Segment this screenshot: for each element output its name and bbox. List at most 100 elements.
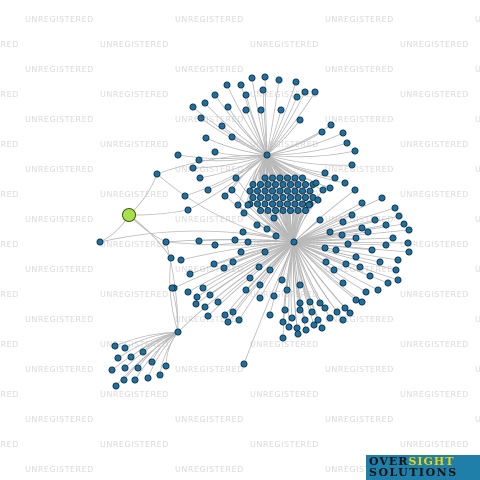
node[interactable] <box>339 316 347 324</box>
node[interactable] <box>261 73 269 81</box>
node[interactable] <box>339 218 347 226</box>
node[interactable] <box>263 225 271 233</box>
node[interactable] <box>268 174 276 182</box>
node[interactable] <box>214 298 222 306</box>
node[interactable] <box>242 286 250 294</box>
node[interactable] <box>319 186 327 194</box>
node[interactable] <box>156 371 164 379</box>
node[interactable] <box>339 129 347 137</box>
node[interactable] <box>201 303 209 311</box>
node[interactable] <box>195 237 203 245</box>
node[interactable] <box>167 254 175 262</box>
node[interactable] <box>330 266 338 274</box>
node[interactable] <box>139 348 147 356</box>
node[interactable] <box>197 114 205 122</box>
node[interactable] <box>276 200 284 208</box>
node[interactable] <box>301 206 309 214</box>
node[interactable] <box>201 99 209 107</box>
node[interactable] <box>108 366 116 374</box>
node[interactable] <box>276 174 284 182</box>
node[interactable] <box>283 174 291 182</box>
node[interactable] <box>264 193 272 201</box>
node[interactable] <box>301 180 309 188</box>
node[interactable] <box>112 382 120 390</box>
node[interactable] <box>321 169 329 177</box>
node[interactable] <box>206 291 214 299</box>
node[interactable] <box>279 334 287 342</box>
node[interactable] <box>234 201 242 209</box>
node[interactable] <box>374 286 382 294</box>
node[interactable] <box>134 364 142 372</box>
node[interactable] <box>333 308 341 316</box>
node[interactable] <box>153 170 161 178</box>
node[interactable] <box>244 201 252 209</box>
node[interactable] <box>314 316 322 324</box>
node[interactable] <box>382 241 390 249</box>
node[interactable] <box>196 174 204 182</box>
node[interactable] <box>224 318 232 326</box>
node[interactable] <box>244 238 252 246</box>
node[interactable] <box>314 196 322 204</box>
node[interactable] <box>257 106 265 114</box>
node[interactable] <box>348 161 356 169</box>
node[interactable] <box>306 187 314 195</box>
node[interactable] <box>294 330 302 338</box>
node[interactable] <box>220 264 228 272</box>
node[interactable] <box>291 187 299 195</box>
node[interactable] <box>195 156 203 164</box>
node[interactable] <box>296 281 304 289</box>
node[interactable] <box>199 284 207 292</box>
node[interactable] <box>162 362 170 370</box>
node[interactable] <box>256 193 264 201</box>
node[interactable] <box>311 88 319 96</box>
node[interactable] <box>279 206 287 214</box>
node[interactable] <box>231 236 239 244</box>
node[interactable] <box>131 376 139 384</box>
node[interactable] <box>249 193 257 201</box>
node[interactable] <box>293 324 301 332</box>
node[interactable] <box>255 263 263 271</box>
node[interactable] <box>351 147 359 155</box>
node[interactable] <box>266 266 274 274</box>
node[interactable] <box>168 284 176 292</box>
node[interactable] <box>189 164 197 172</box>
node[interactable] <box>256 294 264 302</box>
node[interactable] <box>174 151 182 159</box>
focus-node[interactable] <box>122 208 136 222</box>
node[interactable] <box>204 312 212 320</box>
node[interactable] <box>237 81 245 89</box>
node[interactable] <box>356 263 364 271</box>
node[interactable] <box>256 281 264 289</box>
node[interactable] <box>253 221 261 229</box>
node[interactable] <box>228 133 236 141</box>
node[interactable] <box>218 122 226 130</box>
node[interactable] <box>316 216 324 224</box>
node[interactable] <box>341 179 349 187</box>
node[interactable] <box>229 258 237 266</box>
node[interactable] <box>253 187 261 195</box>
node[interactable] <box>272 232 280 240</box>
node[interactable] <box>331 174 339 182</box>
node[interactable] <box>346 309 354 317</box>
node[interactable] <box>395 212 403 220</box>
node[interactable] <box>271 193 279 201</box>
node[interactable] <box>364 228 372 236</box>
node[interactable] <box>296 306 304 314</box>
node[interactable] <box>192 300 200 308</box>
node[interactable] <box>326 314 334 322</box>
node[interactable] <box>288 314 296 322</box>
node[interactable] <box>270 214 278 222</box>
node[interactable] <box>256 180 264 188</box>
node[interactable] <box>279 193 287 201</box>
node[interactable] <box>266 311 274 319</box>
node[interactable] <box>223 81 231 89</box>
node[interactable] <box>246 187 254 195</box>
node[interactable] <box>376 258 384 266</box>
node[interactable] <box>264 206 272 214</box>
node[interactable] <box>114 354 122 362</box>
node[interactable] <box>281 306 289 314</box>
node[interactable] <box>405 248 413 256</box>
node[interactable] <box>276 187 284 195</box>
node[interactable] <box>348 211 356 219</box>
node[interactable] <box>177 256 185 264</box>
